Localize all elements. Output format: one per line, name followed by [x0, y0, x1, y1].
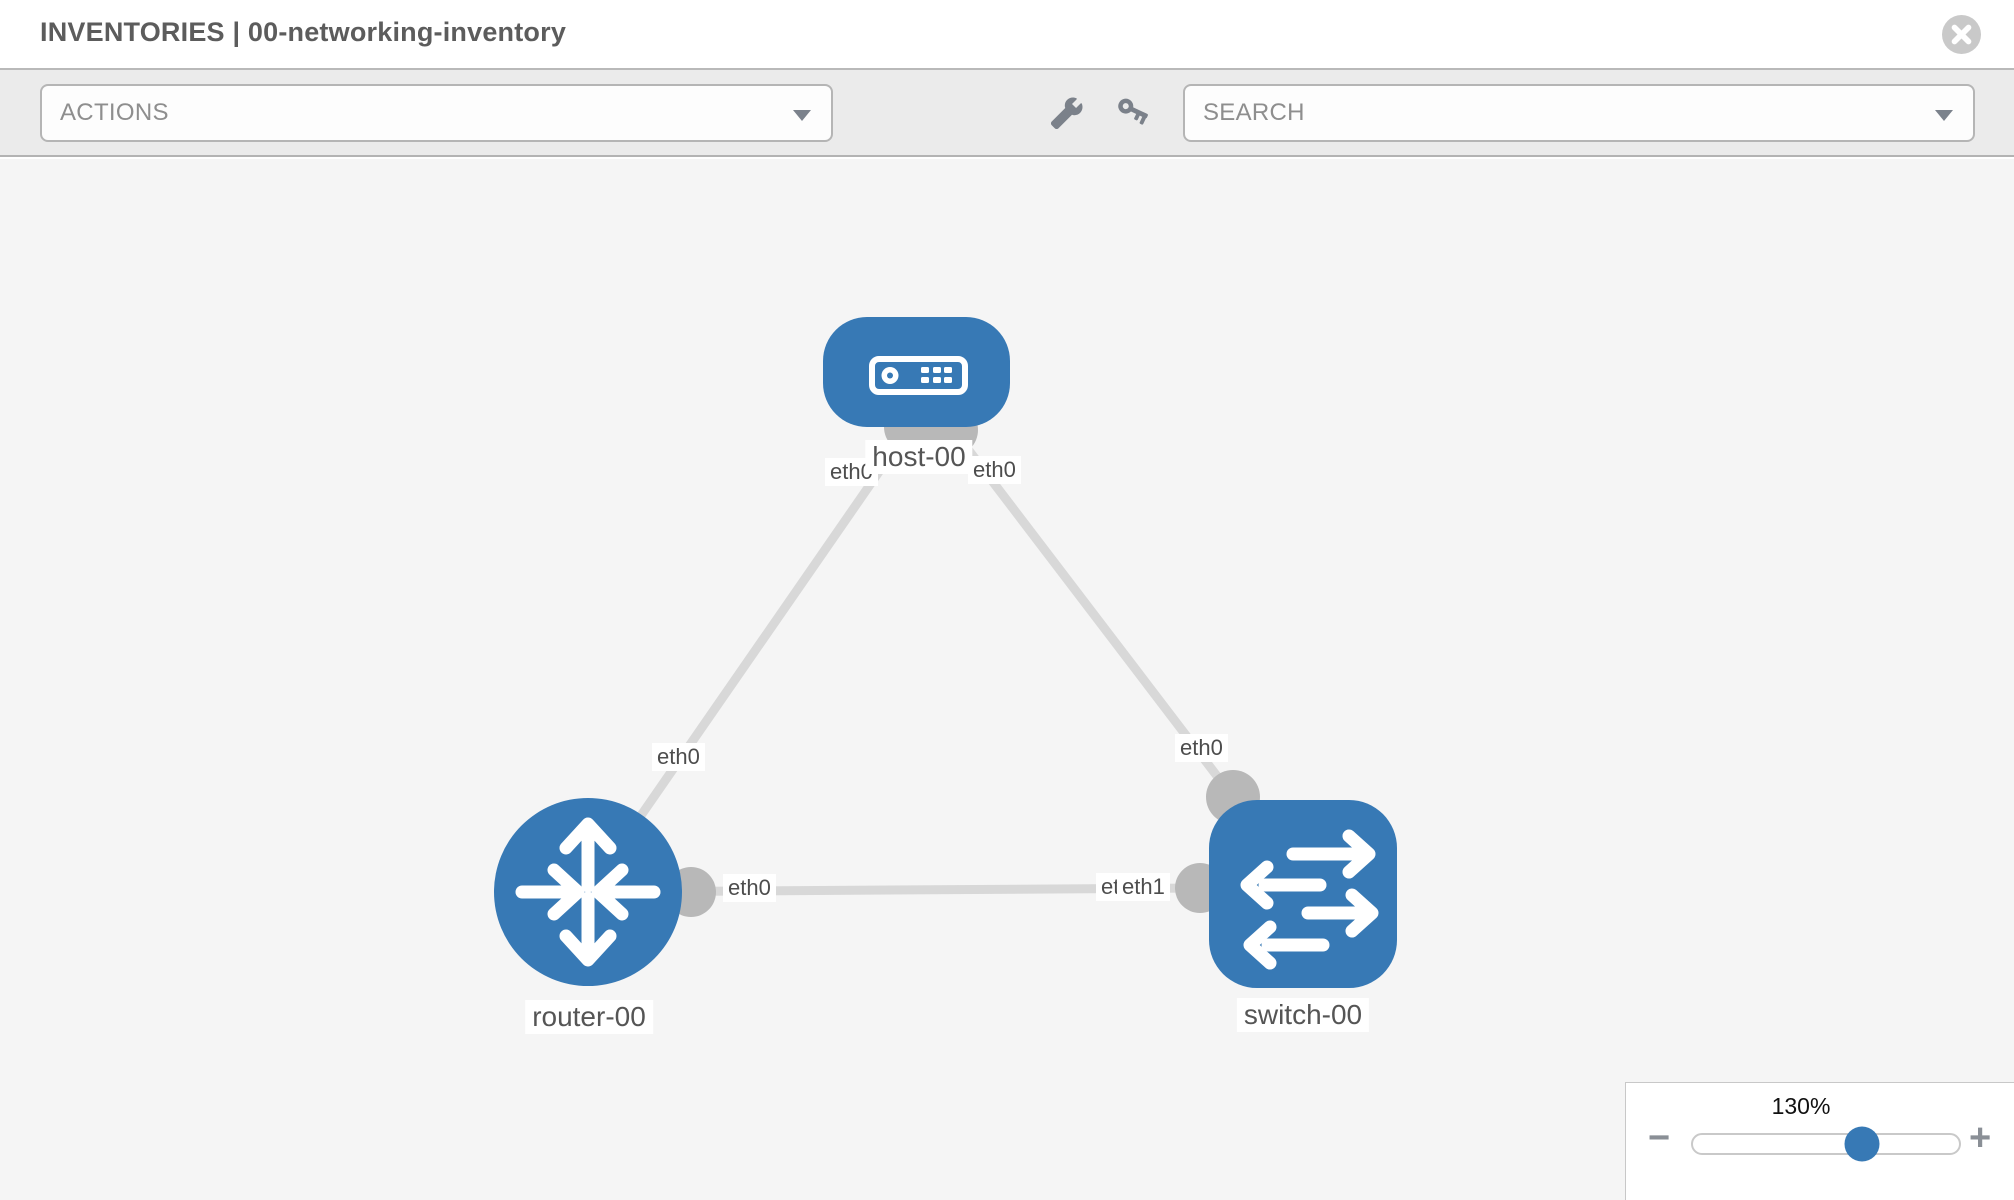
interface-label-switch-eth1: eth1 — [1117, 873, 1170, 901]
actions-dropdown-label: ACTIONS — [60, 99, 169, 126]
switch-icon — [1209, 800, 1397, 988]
close-icon — [1951, 24, 1972, 45]
node-switch-00[interactable] — [1209, 800, 1397, 988]
key-icon — [1114, 96, 1150, 132]
node-label-switch-00: switch-00 — [1236, 998, 1370, 1032]
interface-label-host-eth0-right: eth0 — [968, 456, 1021, 484]
close-button[interactable] — [1942, 15, 1981, 54]
actions-dropdown[interactable]: ACTIONS — [40, 84, 833, 142]
search-placeholder: SEARCH — [1203, 99, 1305, 126]
header-bar: INVENTORIES | 00-networking-inventory — [0, 0, 2014, 70]
node-router-00[interactable] — [494, 798, 682, 986]
zoom-slider-handle[interactable] — [1844, 1126, 1880, 1162]
zoom-out-button[interactable]: − — [1648, 1117, 1671, 1159]
chevron-down-icon — [1935, 110, 1953, 121]
node-label-router-00: router-00 — [525, 1000, 653, 1034]
node-host-00[interactable] — [823, 317, 1010, 427]
configure-button[interactable] — [1048, 96, 1084, 132]
chevron-down-icon — [793, 110, 811, 121]
interface-label-router-eth0-top: eth0 — [652, 743, 705, 771]
zoom-in-button[interactable]: + — [1969, 1117, 1992, 1159]
zoom-slider-track[interactable] — [1691, 1126, 1961, 1162]
credentials-button[interactable] — [1114, 96, 1150, 132]
host-icon — [823, 317, 1010, 427]
toolbar: ACTIONS SEARCH — [0, 70, 2014, 157]
search-dropdown[interactable]: SEARCH — [1183, 84, 1975, 142]
links-layer — [584, 424, 1237, 897]
zoom-control-panel: 130% − + — [1625, 1082, 2014, 1200]
interface-label-router-eth0-right: eth0 — [723, 874, 776, 902]
node-label-host-00: host-00 — [865, 440, 973, 474]
topology-canvas[interactable]: eth0 eth0 eth0 eth0 eth0 eth0 eth1 host-… — [0, 159, 2014, 1200]
page-title: INVENTORIES | 00-networking-inventory — [40, 17, 567, 47]
wrench-icon — [1048, 96, 1084, 132]
zoom-level-value: 130% — [1771, 1093, 1831, 1119]
router-icon — [494, 798, 682, 986]
interface-label-switch-eth0: eth0 — [1175, 734, 1228, 762]
